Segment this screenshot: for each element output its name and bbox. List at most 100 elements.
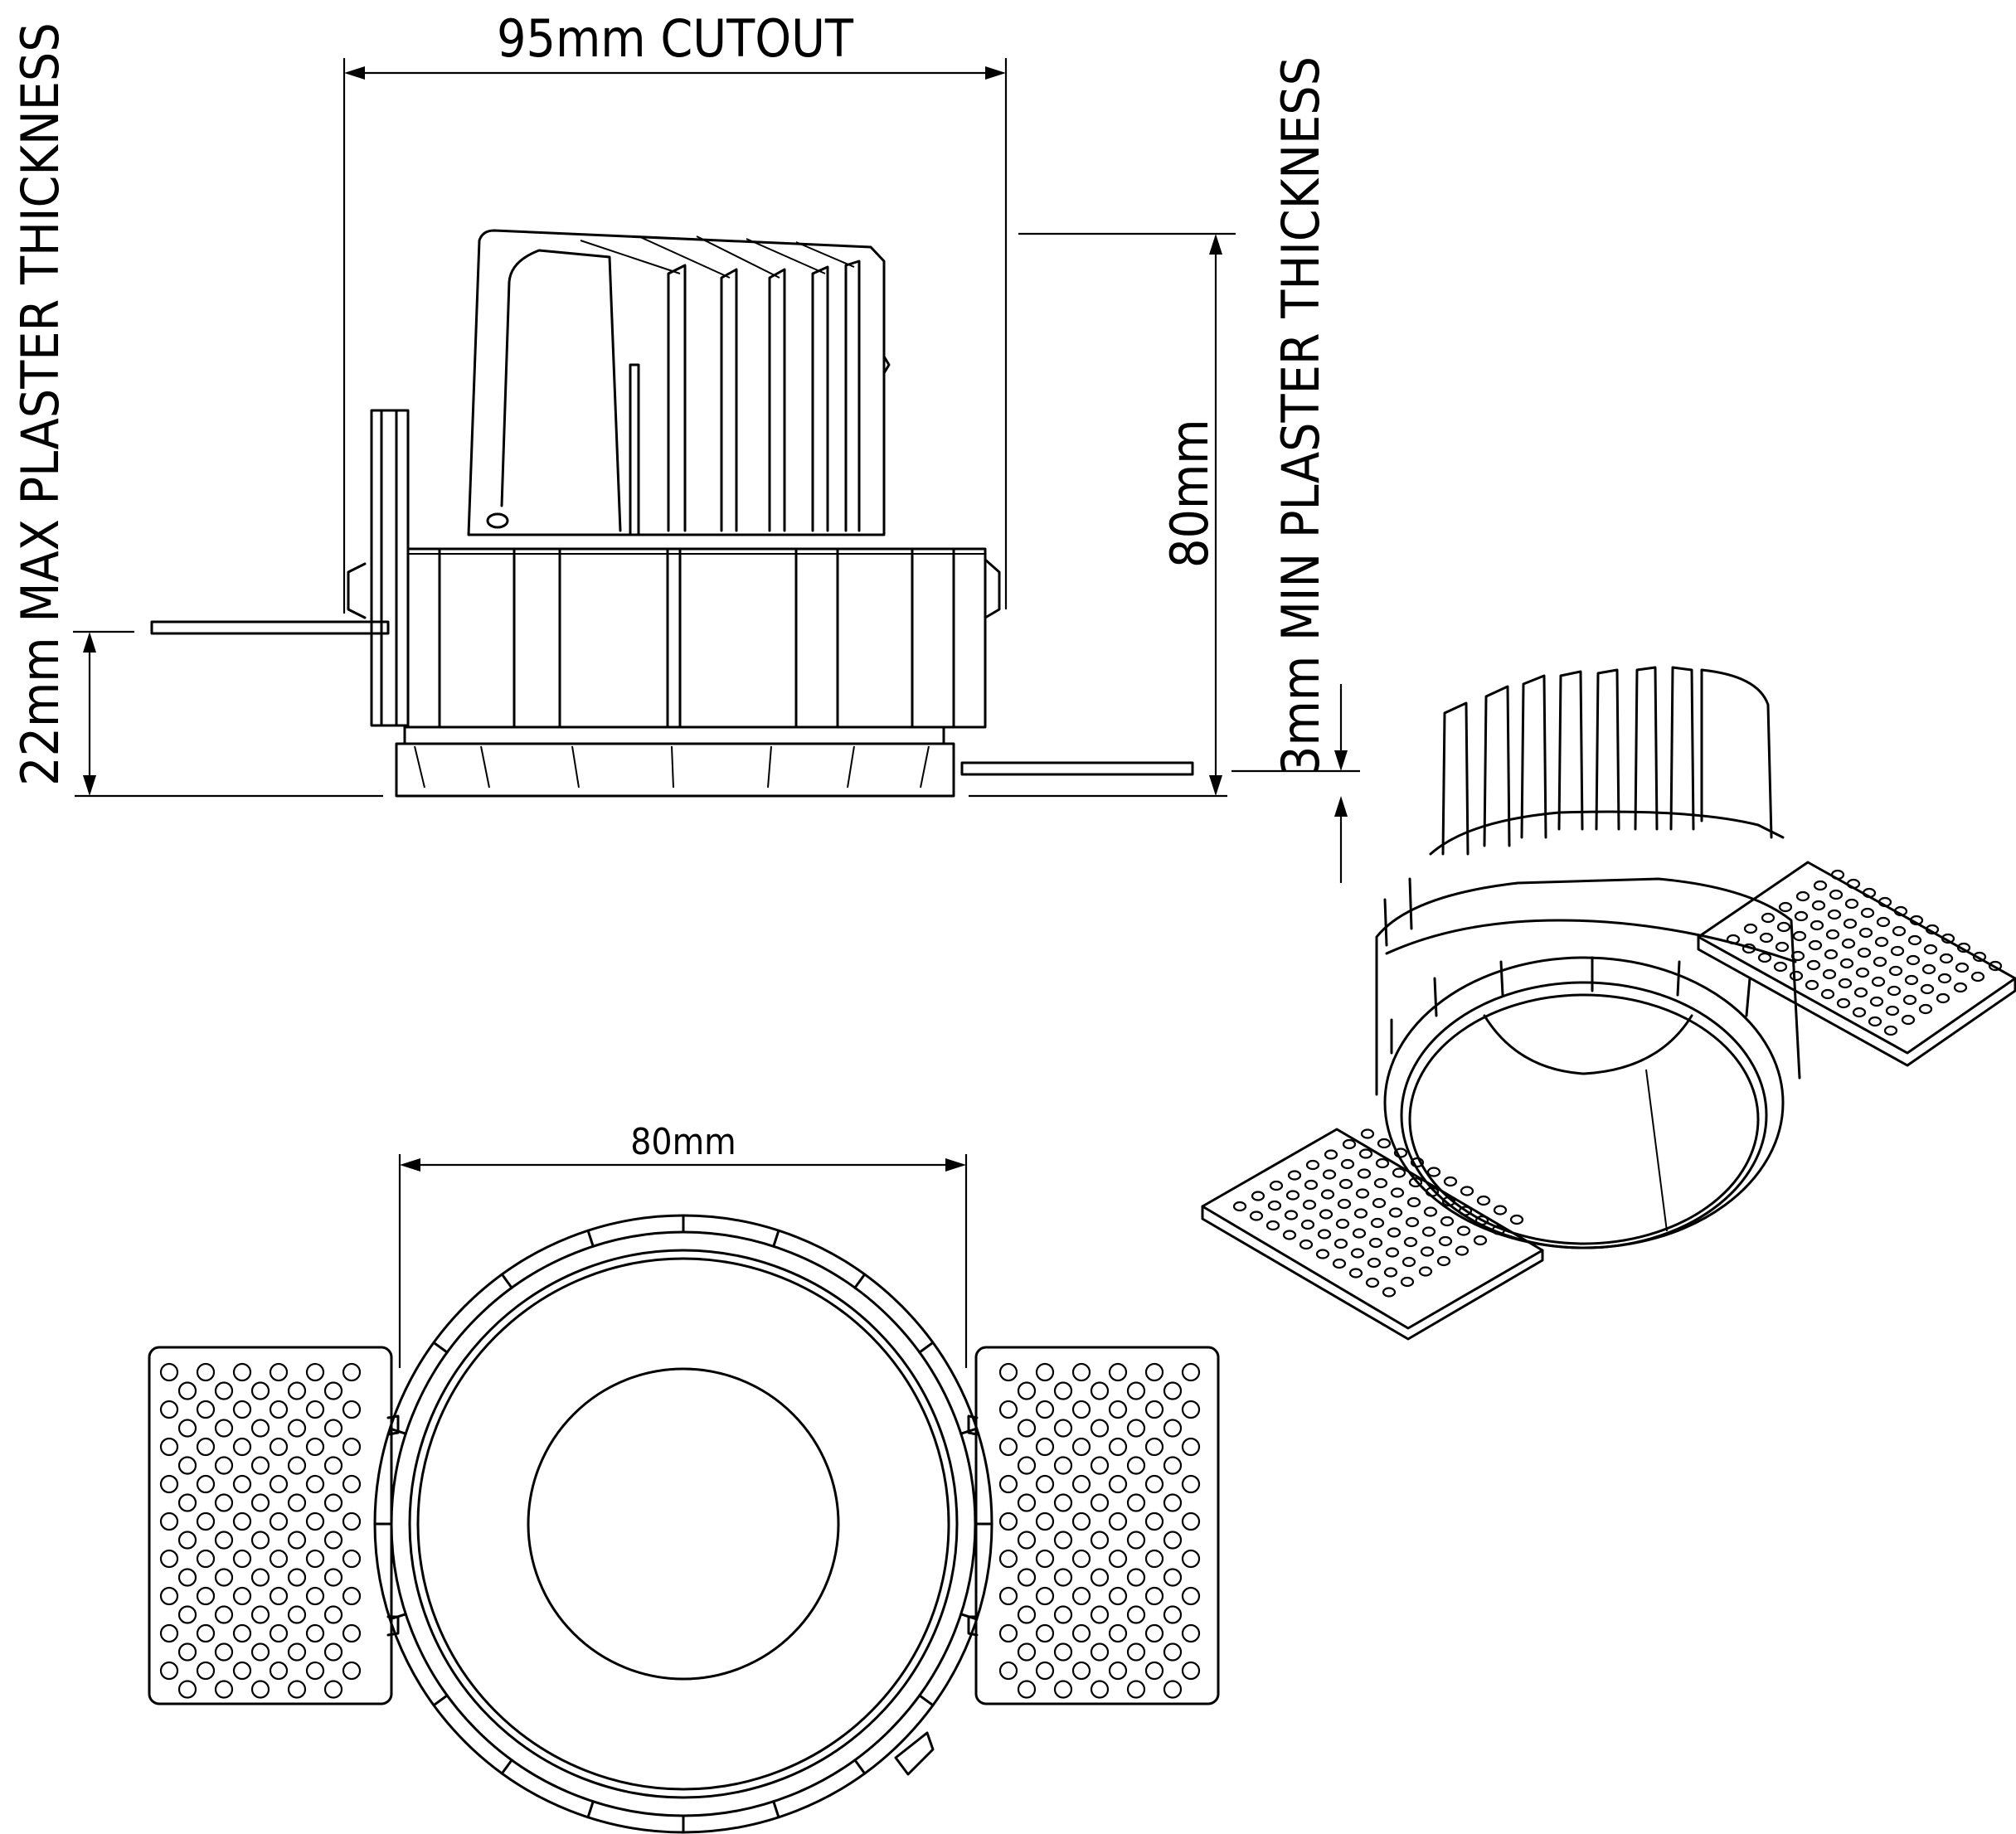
vent-hole xyxy=(1822,968,1837,980)
vent-hole xyxy=(305,1437,325,1457)
vent-hole xyxy=(1035,1511,1055,1531)
vent-hole xyxy=(196,1549,216,1569)
vent-hole xyxy=(1907,934,1922,946)
vent-hole xyxy=(1332,1258,1347,1269)
vent-hole xyxy=(1476,1195,1491,1206)
vent-hole xyxy=(1320,1189,1335,1200)
vent-hole xyxy=(1144,1623,1164,1643)
vent-hole xyxy=(1035,1437,1055,1457)
vent-hole xyxy=(1474,1215,1489,1226)
vent-hole xyxy=(1939,953,1954,964)
vent-hole xyxy=(1372,1197,1387,1209)
vent-hole xyxy=(1874,936,1889,948)
vent-hole xyxy=(214,1680,234,1699)
vent-hole xyxy=(1491,1225,1506,1235)
vent-hole xyxy=(1855,967,1870,978)
vent-hole xyxy=(1953,982,1968,993)
vent-hole xyxy=(1353,1208,1368,1219)
vent-hole xyxy=(323,1531,343,1550)
vent-hole xyxy=(1035,1586,1055,1606)
vent-hole xyxy=(1846,878,1861,890)
vent-hole xyxy=(250,1456,270,1475)
vent-hole xyxy=(305,1586,325,1606)
vent-hole xyxy=(214,1568,234,1587)
vent-hole xyxy=(1126,1568,1146,1587)
vent-hole xyxy=(1970,971,1985,982)
vent-hole xyxy=(1071,1362,1091,1382)
vent-hole xyxy=(1053,1456,1073,1475)
vent-hole xyxy=(1878,896,1892,908)
ring-tick xyxy=(918,1694,935,1707)
vent-hole xyxy=(1473,1235,1488,1246)
vent-hole xyxy=(305,1661,325,1681)
vent-hole xyxy=(1342,1138,1357,1150)
vent-hole xyxy=(1108,1362,1128,1382)
vent-hole xyxy=(196,1362,216,1382)
vent-hole xyxy=(1806,959,1821,971)
vent-hole xyxy=(1373,1177,1388,1189)
heatsink xyxy=(467,229,891,536)
vent-hole xyxy=(1883,1025,1898,1036)
vent-hole xyxy=(1251,1191,1265,1201)
vent-hole xyxy=(1841,938,1856,949)
vent-hole xyxy=(1071,1661,1091,1681)
vent-hole xyxy=(1839,958,1854,969)
vent-hole xyxy=(1868,1016,1882,1027)
vent-hole xyxy=(1071,1400,1091,1419)
vent-hole xyxy=(342,1623,362,1643)
vent-hole xyxy=(1460,1186,1474,1196)
vent-hole xyxy=(1423,1206,1438,1217)
diameter-dimension: 80mm xyxy=(398,1121,968,1368)
vent-hole xyxy=(287,1642,307,1662)
vent-hole xyxy=(1757,952,1772,963)
vent-hole xyxy=(1126,1605,1146,1624)
vent-hole xyxy=(1860,907,1875,919)
vent-hole xyxy=(1405,1216,1420,1228)
vent-hole xyxy=(1918,1003,1933,1015)
vent-hole xyxy=(1071,1437,1091,1457)
vent-hole xyxy=(1017,1605,1037,1624)
vent-hole xyxy=(1285,1190,1300,1201)
cutout-label: 95mm CUTOUT xyxy=(497,8,854,69)
vent-hole xyxy=(1794,910,1809,922)
vent-hole xyxy=(998,1362,1018,1382)
vent-hole xyxy=(1300,1219,1315,1230)
ring-tick xyxy=(772,1800,780,1819)
vent-hole xyxy=(1017,1642,1037,1662)
vent-hole xyxy=(1144,1437,1164,1457)
vent-hole xyxy=(1390,1187,1405,1198)
vent-hole xyxy=(1163,1381,1183,1400)
vent-hole xyxy=(1324,1149,1338,1160)
ring-tick xyxy=(586,1229,595,1248)
vent-hole xyxy=(1829,889,1844,900)
vent-hole xyxy=(1456,1225,1471,1236)
vent-hole xyxy=(250,1642,270,1662)
ring-tick xyxy=(853,1759,867,1775)
vent-hole xyxy=(1144,1400,1164,1419)
vent-hole xyxy=(214,1531,234,1550)
vent-hole xyxy=(1053,1381,1073,1400)
vent-hole xyxy=(1053,1419,1073,1438)
vent-hole xyxy=(1144,1549,1164,1569)
vent-hole xyxy=(214,1419,234,1438)
vent-hole xyxy=(1071,1549,1091,1569)
vent-hole xyxy=(159,1623,179,1643)
vent-hole xyxy=(287,1568,307,1587)
vent-hole xyxy=(269,1474,289,1494)
vent-hole xyxy=(1053,1493,1073,1512)
ring-tick xyxy=(772,1229,780,1248)
vent-hole xyxy=(1090,1642,1110,1662)
vent-hole xyxy=(232,1362,252,1382)
vent-hole xyxy=(1348,1268,1363,1278)
vent-hole xyxy=(159,1586,179,1606)
vent-hole xyxy=(1385,1247,1400,1258)
vent-hole xyxy=(1825,929,1840,940)
vent-hole xyxy=(196,1474,216,1494)
vent-hole xyxy=(1377,1138,1392,1149)
vent-hole xyxy=(342,1549,362,1569)
vent-hole xyxy=(250,1605,270,1624)
vent-hole xyxy=(287,1680,307,1699)
vent-hole xyxy=(1126,1456,1146,1475)
vent-hole xyxy=(305,1474,325,1494)
